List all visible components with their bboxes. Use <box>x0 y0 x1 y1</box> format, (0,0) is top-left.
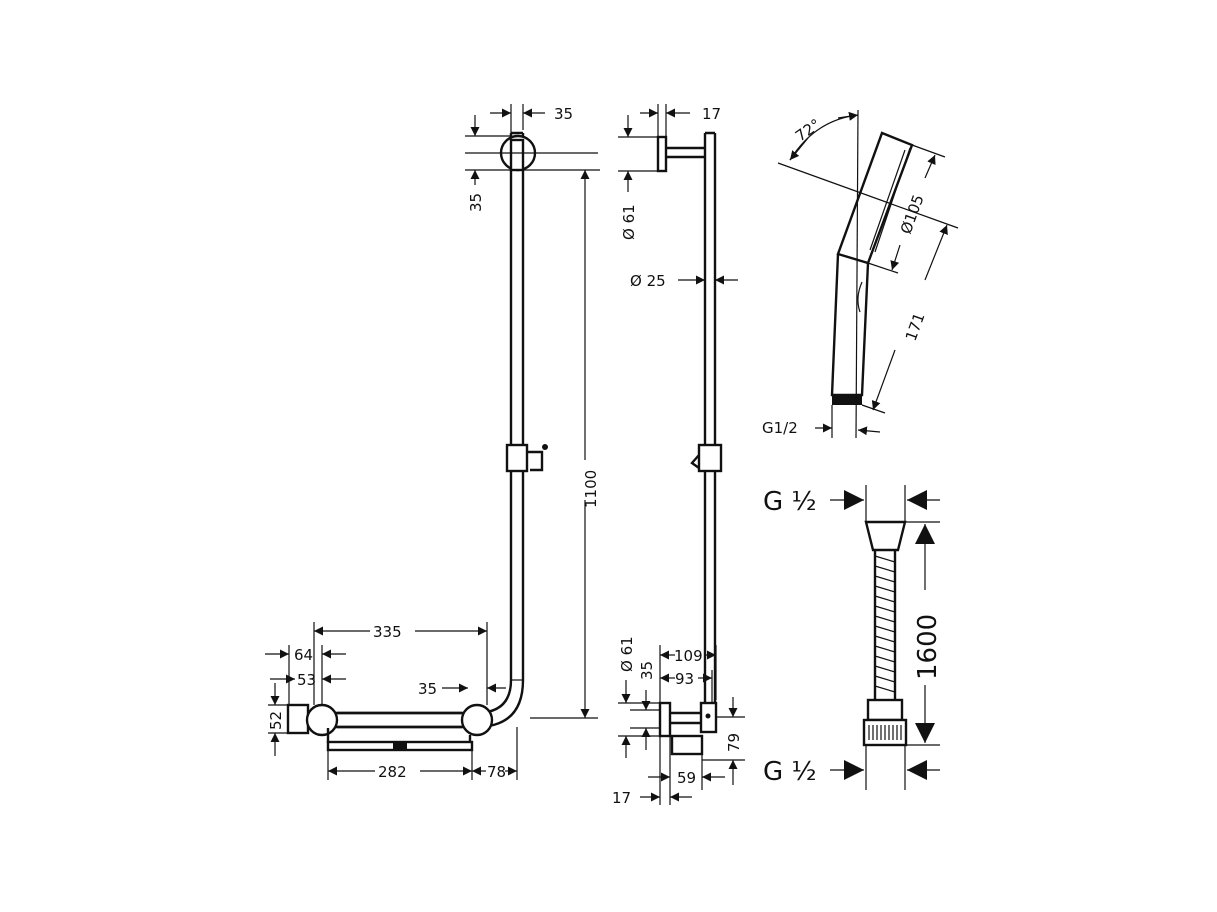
hose-cone-nut <box>864 520 907 552</box>
dim-offset-78: 78 <box>487 763 506 781</box>
slider-side <box>697 443 723 473</box>
side-view: 17 Ø 61 Ø 25 Ø 61 35 109 93 79 59 17 <box>612 104 745 807</box>
dim-79: 79 <box>725 733 743 752</box>
dim-bracket-52: 52 <box>267 711 285 730</box>
dim-bracket-64: 64 <box>294 646 313 664</box>
dim-top-flange: 35 <box>467 193 485 212</box>
dim-height: 1100 <box>582 470 600 508</box>
hose-length: 1600 <box>913 614 943 680</box>
front-view: 35 35 1100 335 64 53 35 52 282 78 <box>265 104 600 781</box>
dim-angle: 72° <box>792 115 824 145</box>
dim-length: 171 <box>902 310 929 343</box>
top-wall-flange-side <box>656 135 668 173</box>
dim-top-17: 17 <box>702 105 721 123</box>
dim-rail-dia: Ø 25 <box>630 272 666 290</box>
dim-flange-dia: Ø 61 <box>620 204 638 240</box>
dim-109: 109 <box>674 647 703 665</box>
dim-bracket-53: 53 <box>297 671 316 689</box>
dim-rail-width: 35 <box>554 105 573 123</box>
dim-shelf-282: 282 <box>378 763 407 781</box>
shower-rail-side <box>656 131 723 756</box>
hose-thread-top: G ½ <box>763 487 817 517</box>
dim-93: 93 <box>675 670 694 688</box>
dim-head-dia: Ø105 <box>897 192 928 236</box>
dim-flange-35: 35 <box>418 680 437 698</box>
bottom-wall-flange-side <box>658 701 672 738</box>
shower-holder <box>527 450 544 472</box>
shower-rail-front <box>286 131 548 752</box>
wall-bracket <box>286 703 310 735</box>
hand-shower: 72° Ø105 171 G1/2 <box>762 109 959 439</box>
thread-connector <box>832 395 862 405</box>
shelf-side <box>670 734 704 756</box>
right-flange <box>460 703 494 737</box>
slider <box>505 443 529 473</box>
left-flange <box>305 703 339 737</box>
dim-bottom-flange-dia: Ø 61 <box>618 636 636 672</box>
shower-hose: G ½ G ½ 1600 <box>763 485 943 790</box>
dim-thread: G1/2 <box>762 419 798 437</box>
dim-59: 59 <box>677 769 696 787</box>
dim-bottom-35: 35 <box>638 661 656 680</box>
dim-bottom-17: 17 <box>612 789 631 807</box>
dim-bar-length: 335 <box>373 623 402 641</box>
hose-thread-bottom: G ½ <box>763 757 817 787</box>
